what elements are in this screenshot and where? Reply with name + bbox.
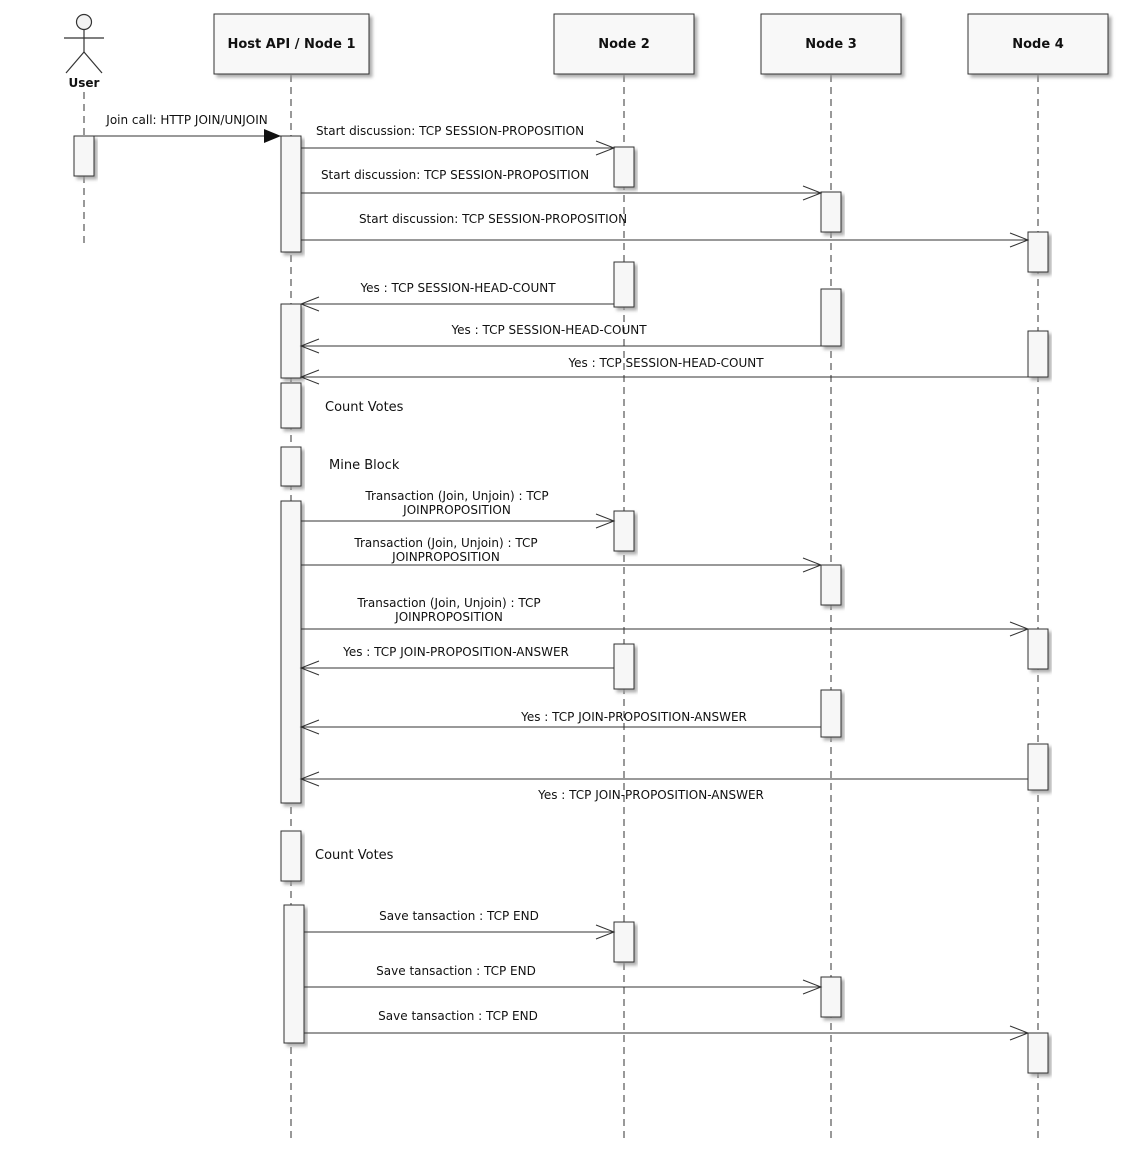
participant-label-host: Host API / Node 1 — [227, 37, 355, 52]
message-arrow-11 — [299, 719, 821, 735]
message-labels: Join call: HTTP JOIN/UNJOIN Start discus… — [105, 113, 764, 1023]
activation-host-4 — [283, 904, 305, 1044]
message-label-0: Join call: HTTP JOIN/UNJOIN — [105, 113, 267, 127]
message-label-14: Save tansaction : TCP END — [376, 964, 536, 978]
self-action-mine-block: Mine Block — [329, 458, 400, 473]
message-label-1: Start discussion: TCP SESSION-PROPOSITIO… — [316, 124, 584, 138]
activation-host-2 — [280, 303, 302, 379]
message-arrow-12 — [299, 771, 1028, 787]
open-arrowhead-icon — [1009, 621, 1030, 637]
message-arrow-1 — [301, 140, 616, 156]
message-arrow-9 — [301, 621, 1030, 637]
participant-node3: Node 3 — [760, 13, 902, 75]
activation-host-mine-block — [280, 446, 302, 487]
activation-node3-1 — [820, 191, 842, 233]
participant-node2: Node 2 — [553, 13, 695, 75]
activation-node3-3 — [820, 564, 842, 606]
activation-node4-4 — [1027, 743, 1049, 791]
activation-node2-4 — [613, 643, 635, 690]
message-label-2: Start discussion: TCP SESSION-PROPOSITIO… — [321, 168, 589, 182]
open-arrowhead-icon — [595, 513, 616, 529]
message-arrow-10 — [299, 660, 614, 676]
message-label-5: Yes : TCP SESSION-HEAD-COUNT — [450, 323, 647, 337]
message-label-8-line-2: JOINPROPOSITION — [391, 550, 500, 564]
participant-node4: Node 4 — [967, 13, 1109, 75]
participant-headers: User Host API / Node 1 Node 2 Node 3 Nod… — [64, 13, 1109, 90]
open-arrowhead-icon — [802, 979, 823, 995]
message-arrow-8 — [301, 557, 823, 573]
activation-node2-1 — [613, 146, 635, 188]
activation-host-count-votes — [280, 382, 302, 429]
open-arrowhead-icon — [299, 296, 320, 312]
message-label-7-line-2: JOINPROPOSITION — [402, 503, 511, 517]
message-arrows — [94, 129, 1030, 1041]
open-arrowhead-icon — [299, 338, 320, 354]
message-label-6: Yes : TCP SESSION-HEAD-COUNT — [567, 356, 764, 370]
activation-host-1 — [280, 135, 302, 253]
activation-node3-4 — [820, 689, 842, 738]
message-label-15: Save tansaction : TCP END — [378, 1009, 538, 1023]
open-arrowhead-icon — [1009, 232, 1030, 248]
self-action-labels: Count Votes Mine Block Count Votes — [315, 400, 404, 863]
message-arrow-5 — [299, 338, 821, 354]
message-label-13: Save tansaction : TCP END — [379, 909, 539, 923]
participant-host: Host API / Node 1 — [213, 13, 370, 75]
participant-label-node3: Node 3 — [805, 37, 857, 52]
self-action-count-votes: Count Votes — [325, 400, 404, 415]
actor-user: User — [64, 13, 104, 90]
open-arrowhead-icon — [299, 660, 320, 676]
open-arrowhead-icon — [595, 140, 616, 156]
open-arrowhead-icon — [299, 369, 320, 385]
message-arrow-2 — [301, 185, 823, 201]
message-label-10: Yes : TCP JOIN-PROPOSITION-ANSWER — [342, 645, 569, 659]
self-action-count-votes-2: Count Votes — [315, 848, 394, 863]
message-arrow-15 — [304, 1025, 1030, 1041]
activation-node2-5 — [613, 921, 635, 963]
participant-label-user: User — [69, 76, 100, 90]
activation-user — [73, 135, 95, 177]
message-label-12: Yes : TCP JOIN-PROPOSITION-ANSWER — [537, 788, 764, 802]
activation-bars — [73, 135, 1049, 1074]
message-arrow-13 — [304, 924, 616, 940]
open-arrowhead-icon — [1009, 1025, 1030, 1041]
participant-label-node2: Node 2 — [598, 37, 650, 52]
stick-figure-icon — [64, 13, 104, 74]
activation-node4-2 — [1027, 330, 1049, 378]
message-arrow-7 — [301, 513, 616, 529]
activation-node4-3 — [1027, 628, 1049, 670]
activation-node2-3 — [613, 510, 635, 552]
open-arrowhead-icon — [299, 771, 320, 787]
participant-label-node4: Node 4 — [1012, 37, 1064, 52]
message-arrow-6 — [299, 369, 1028, 385]
open-arrowhead-icon — [802, 185, 823, 201]
activation-host-count-votes-2 — [280, 830, 302, 882]
message-label-7-line-1: Transaction (Join, Unjoin) : TCP — [364, 489, 548, 503]
message-label-11: Yes : TCP JOIN-PROPOSITION-ANSWER — [520, 710, 747, 724]
activation-node3-5 — [820, 976, 842, 1018]
filled-arrowhead-icon — [264, 129, 281, 143]
open-arrowhead-icon — [595, 924, 616, 940]
open-arrowhead-icon — [802, 557, 823, 573]
message-label-8-line-1: Transaction (Join, Unjoin) : TCP — [353, 536, 537, 550]
activation-node4-1 — [1027, 231, 1049, 273]
message-label-9-line-1: Transaction (Join, Unjoin) : TCP — [356, 596, 540, 610]
message-arrow-0 — [94, 129, 281, 143]
open-arrowhead-icon — [299, 719, 320, 735]
activation-node2-2 — [613, 261, 635, 308]
message-arrow-3 — [301, 232, 1030, 248]
activation-node4-5 — [1027, 1032, 1049, 1074]
message-arrow-4 — [299, 296, 614, 312]
message-label-9-line-2: JOINPROPOSITION — [394, 610, 503, 624]
message-arrow-14 — [304, 979, 823, 995]
activation-host-3 — [280, 500, 302, 804]
message-label-3: Start discussion: TCP SESSION-PROPOSITIO… — [359, 212, 627, 226]
activation-node3-2 — [820, 288, 842, 347]
message-label-4: Yes : TCP SESSION-HEAD-COUNT — [359, 281, 556, 295]
lifelines — [83, 75, 1039, 1142]
